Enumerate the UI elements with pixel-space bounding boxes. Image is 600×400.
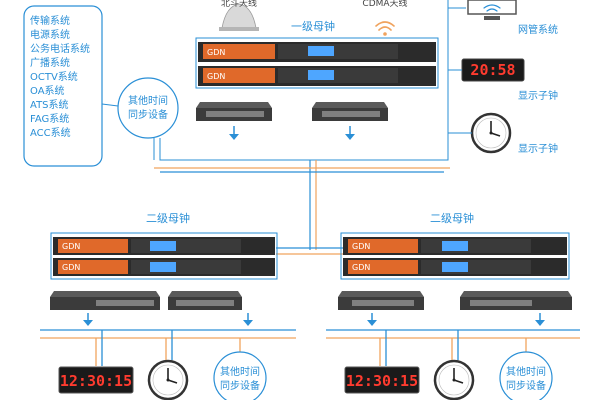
other-sync-devices-line2: 同步设备 (128, 108, 168, 121)
analog-clock-icon (147, 359, 189, 400)
antenna-icon (221, 3, 257, 29)
primary-switch-right (312, 102, 388, 121)
wifi-icon (375, 21, 395, 31)
arrow-down-icon (229, 126, 239, 140)
arrow-down-icon (243, 313, 253, 326)
monitor-icon (467, 0, 517, 15)
secondary-clock-label-left: 二级母钟 (146, 211, 190, 225)
device-brand-label: GDN (62, 263, 80, 272)
network-management-label: 网管系统 (518, 23, 558, 36)
beidou-antenna-label: 北斗天线 (221, 0, 257, 9)
digital-clock-right: 12:30:15 (344, 366, 420, 394)
secondary-unit-right-1: GDN (343, 237, 567, 255)
device-brand-label: GDN (352, 242, 370, 251)
system-list-item: 电源系统 (30, 28, 70, 41)
analog-clock-icon (433, 359, 475, 400)
other-sync-devices-top: 其他时间 同步设备 (117, 77, 179, 139)
cdma-antenna-label: CDMA天线 (362, 0, 407, 9)
analog-clock-icon (470, 112, 512, 154)
device-brand-label: GDN (62, 242, 80, 251)
beidou-antenna: 北斗天线 (219, 0, 259, 31)
switch-left-1 (50, 291, 160, 310)
wifi-icon (483, 4, 501, 12)
primary-rack-frame (195, 37, 439, 89)
other-sync-devices-line2: 同步设备 (220, 379, 260, 392)
digital-clock-time-left: 12:30:15 (60, 372, 132, 390)
secondary-rack-frame-left (50, 232, 278, 280)
other-sync-devices-left: 其他时间 同步设备 (213, 351, 267, 400)
network-management: 网管系统 (467, 0, 558, 36)
secondary-unit-left-1: GDN (53, 237, 275, 255)
digital-clock-left: 12:30:15 (58, 366, 134, 394)
system-list-item: ACC系统 (30, 126, 71, 139)
bus-left (40, 329, 296, 366)
arrow-down-icon (367, 313, 377, 326)
system-list-item: 公务电话系统 (30, 42, 90, 55)
secondary-unit-right-2: GDN (343, 258, 567, 276)
trunk-lines (154, 160, 450, 255)
secondary-unit-left-2: GDN (53, 258, 275, 276)
device-brand-label: GDN (207, 72, 225, 81)
switch-right-2 (460, 291, 572, 310)
primary-master-clock: GDN GDN (195, 37, 439, 89)
other-sync-devices-line1: 其他时间 (506, 365, 546, 378)
system-list-item: FAG系统 (30, 112, 69, 125)
system-list-item: 传输系统 (30, 14, 70, 27)
primary-display-2 (308, 70, 334, 80)
other-sync-devices-line1: 其他时间 (220, 365, 260, 378)
system-list-item: OCTV系统 (30, 70, 78, 83)
secondary-master-clock-right: GDN GDN (340, 232, 570, 280)
other-sync-devices-line2: 同步设备 (506, 379, 546, 392)
arrow-down-icon (535, 313, 545, 326)
secondary-rack-frame-right (340, 232, 570, 280)
systems-list-box: 传输系统电源系统公务电话系统广播系统OCTV系统OA系统ATS系统FAG系统AC… (23, 5, 103, 167)
system-list-item: 广播系统 (30, 56, 70, 69)
system-list-item: OA系统 (30, 84, 65, 97)
primary-display-1 (308, 46, 334, 56)
digital-clock-time-right: 12:30:15 (346, 372, 418, 390)
display-clock-label-2: 显示子钟 (518, 142, 558, 155)
arrow-down-icon (345, 126, 355, 140)
antenna-base (219, 27, 259, 31)
cdma-antenna: CDMA天线 (362, 0, 408, 36)
connector-list-to-circle (101, 103, 119, 107)
top-connectors (153, 0, 472, 161)
device-brand-label: GDN (352, 263, 370, 272)
secondary-master-clock-left: GDN GDN (50, 232, 278, 280)
display-clock-label-1: 显示子钟 (518, 89, 558, 102)
secondary-clock-label-right: 二级母钟 (430, 211, 474, 225)
systems-list: 传输系统电源系统公务电话系统广播系统OCTV系统OA系统ATS系统FAG系统AC… (30, 14, 90, 139)
primary-switch-left (196, 102, 272, 121)
wifi-dot (383, 32, 387, 36)
primary-unit-1: GDN (198, 42, 436, 62)
switch-left-2 (168, 291, 242, 310)
arrow-down-icon (83, 313, 93, 326)
switch-right-1 (338, 291, 424, 310)
display-clock-time: 20:58 (470, 61, 515, 79)
primary-unit-2: GDN (198, 66, 436, 86)
display-clock-analog: 显示子钟 (470, 112, 558, 155)
device-brand-label: GDN (207, 48, 225, 57)
system-list-item: ATS系统 (30, 98, 69, 111)
other-sync-devices-right: 其他时间 同步设备 (499, 351, 553, 400)
display-clock-digital: 20:58 显示子钟 (461, 58, 558, 102)
primary-clock-label: 一级母钟 (291, 19, 335, 33)
other-sync-devices-line1: 其他时间 (128, 94, 168, 107)
bus-right (326, 329, 580, 366)
